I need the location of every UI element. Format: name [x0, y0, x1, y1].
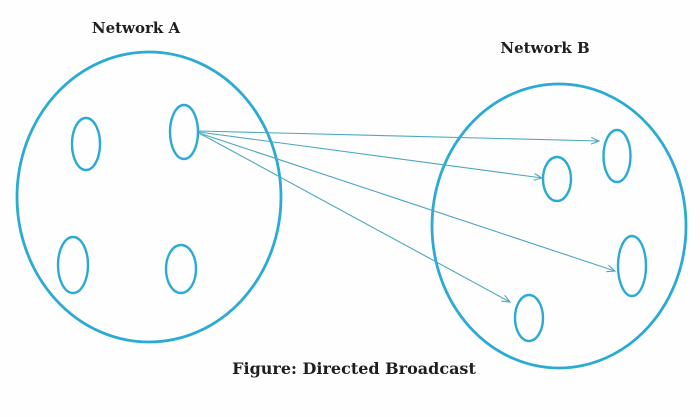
network-a-host-top-right-source [168, 103, 200, 161]
network-a-boundary [15, 50, 283, 344]
network-b-host-bottom-left [513, 293, 545, 343]
network-a-host-bottom-right [164, 243, 198, 295]
network-a-label: Network A [91, 19, 181, 37]
broadcast-arrow-1 [198, 130, 599, 141]
network-b-host-right-lower [616, 234, 648, 298]
network-b-host-middle-left [541, 155, 573, 203]
network-b-label: Network B [500, 39, 590, 57]
network-b-host-top-right [602, 128, 632, 184]
network-b-boundary [430, 82, 688, 370]
broadcast-arrow-4 [198, 132, 510, 302]
network-a-host-top-left [70, 116, 102, 172]
broadcast-arrow-3 [198, 132, 615, 271]
network-a-host-bottom-left [56, 235, 90, 295]
figure-caption: Figure: Directed Broadcast [232, 359, 476, 378]
broadcast-arrow-2 [198, 131, 542, 178]
